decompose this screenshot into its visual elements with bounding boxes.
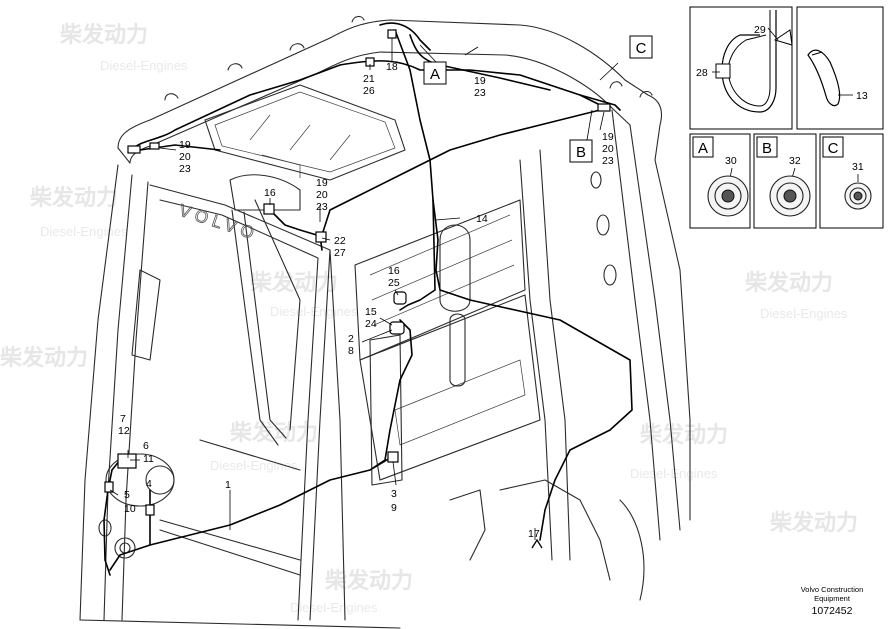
callout-23: 23	[474, 87, 486, 99]
watermark-en: Diesel-Engines	[270, 304, 358, 319]
callout-31: 31	[852, 161, 864, 173]
callout-30: 30	[725, 155, 737, 167]
callout-10: 10	[124, 503, 136, 515]
connector	[597, 103, 611, 112]
watermark-cn: 柴发动力	[744, 270, 833, 295]
callout-5: 5	[124, 489, 130, 501]
callout-29: 29	[754, 24, 766, 36]
connectors	[104, 29, 611, 549]
detail-reference-a: A	[423, 61, 447, 85]
callout-1: 1	[225, 479, 231, 491]
connector	[117, 453, 137, 469]
callout-19: 19	[602, 131, 614, 143]
callout-20: 20	[179, 151, 191, 163]
detail-letter-c: C	[636, 40, 647, 57]
callout-8: 8	[348, 345, 354, 357]
connector	[104, 481, 114, 493]
callout-23: 23	[602, 155, 614, 167]
connector	[393, 291, 407, 305]
connector	[389, 321, 405, 335]
watermark-cn: 柴发动力	[0, 345, 88, 370]
callout-19: 19	[179, 139, 191, 151]
detail-panel-clip: 13	[796, 6, 884, 130]
callout-22: 22	[334, 235, 346, 247]
callout-11: 11	[143, 453, 154, 465]
footer-company-sub: Equipment	[814, 594, 851, 603]
callout-labels: 21 26 18 19 23 19 20 23 19 20 23 19 20 2…	[118, 61, 614, 540]
wiring-harness	[103, 22, 633, 576]
callout-19: 19	[474, 75, 486, 87]
watermark-en: Diesel-Engines	[100, 58, 188, 73]
callout-24: 24	[365, 318, 377, 330]
callout-32: 32	[789, 155, 801, 167]
footer: Volvo Construction Equipment 1072452	[801, 585, 864, 617]
leader-lines	[109, 38, 619, 540]
detail-letter-a: A	[430, 66, 440, 83]
watermark-en: Diesel-Engines	[210, 458, 298, 473]
callout-16: 16	[264, 187, 276, 199]
watermark-cn: 柴发动力	[29, 185, 118, 210]
callout-13: 13	[856, 90, 868, 102]
connector	[531, 538, 543, 549]
callout-12: 12	[118, 425, 130, 437]
callout-2: 2	[348, 333, 354, 345]
connector	[127, 145, 141, 154]
callout-17: 17	[528, 528, 540, 540]
callout-3: 3	[391, 488, 397, 500]
detail-reference-c: C	[629, 35, 653, 59]
detail-panel-cable-tie: 29 28	[689, 6, 793, 130]
connector	[387, 451, 399, 463]
callout-28: 28	[696, 67, 708, 79]
watermark-cn: 柴发动力	[324, 568, 413, 593]
detail-panel-b: B 32	[753, 133, 817, 229]
watermark-en: Diesel-Engines	[630, 466, 718, 481]
detail-letter-b: B	[762, 140, 772, 157]
detail-letter-b: B	[576, 144, 586, 161]
callout-14: 14	[476, 213, 488, 225]
callout-27: 27	[334, 247, 346, 259]
callout-21: 21	[363, 73, 375, 85]
watermark-en: Diesel-Engines	[40, 224, 128, 239]
callout-20: 20	[316, 189, 328, 201]
brand-label: VOLVO	[177, 201, 261, 245]
callout-6: 6	[143, 440, 149, 452]
footer-company: Volvo Construction	[801, 585, 864, 594]
callout-9: 9	[391, 502, 397, 514]
watermark-cn: 柴发动力	[59, 22, 148, 47]
connector	[145, 504, 155, 516]
watermark-cn: 柴发动力	[639, 422, 728, 447]
callout-23: 23	[179, 163, 191, 175]
connector	[149, 142, 160, 150]
connector	[387, 29, 397, 39]
detail-panel-c: C 31	[819, 133, 884, 229]
callout-25: 25	[388, 277, 400, 289]
detail-reference-b: B	[569, 139, 593, 163]
callout-16: 16	[388, 265, 400, 277]
callout-18: 18	[386, 61, 398, 73]
watermark-en: Diesel-Engines	[290, 600, 378, 615]
detail-letter-c: C	[828, 140, 839, 157]
callout-19: 19	[316, 177, 328, 189]
watermark-en: Diesel-Engines	[760, 306, 848, 321]
callout-26: 26	[363, 85, 375, 97]
watermark-cn: 柴发动力	[249, 270, 338, 295]
connector	[315, 231, 327, 243]
callout-4: 4	[146, 478, 152, 490]
cab-structure: VOLVO	[79, 15, 691, 629]
callout-7: 7	[120, 413, 126, 425]
drawing-number: 1072452	[812, 605, 853, 617]
connector	[263, 203, 275, 215]
callout-15: 15	[365, 306, 377, 318]
detail-panel-a: A 30	[689, 133, 751, 229]
callout-20: 20	[602, 143, 614, 155]
watermark-cn: 柴发动力	[769, 510, 858, 535]
detail-letter-a: A	[698, 140, 708, 157]
callout-23: 23	[316, 201, 328, 213]
